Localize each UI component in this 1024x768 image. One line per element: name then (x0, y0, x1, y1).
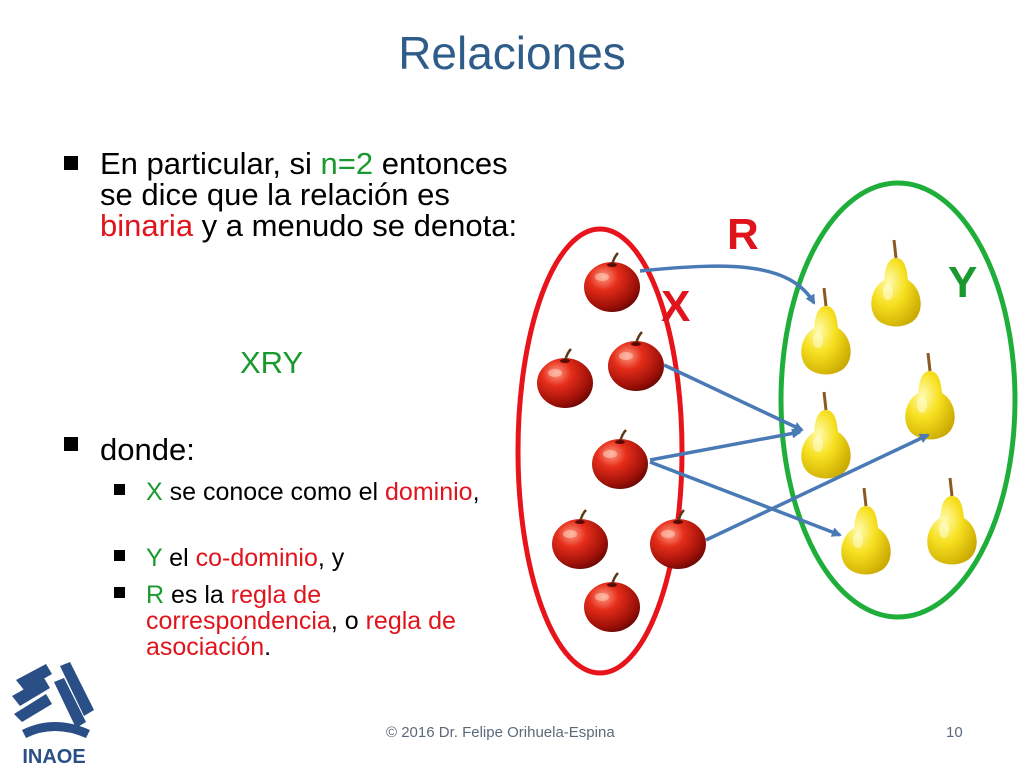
apple-icon (590, 428, 650, 491)
pear-icon (799, 390, 853, 480)
term-regla-asociacion: regla de asociación (146, 607, 456, 661)
pear-icon (839, 486, 893, 576)
text-segment: En particular, si (100, 146, 321, 181)
mapping-arrow (705, 433, 930, 542)
label-r: R (727, 210, 759, 259)
bullet-marker (64, 437, 78, 451)
term-co-dominio: co-dominio (195, 544, 318, 572)
text-segment: , o (330, 607, 366, 635)
text-segment: es la (164, 581, 231, 609)
term-binaria: binaria (100, 208, 194, 243)
mapping-arrow (639, 264, 816, 305)
logo-text: INAOE (22, 746, 85, 768)
inaoe-logo-icon: INAOE (12, 662, 94, 768)
sub-bullet-rule: R es la regla de correspondencia, o regl… (146, 582, 506, 660)
pear-icon (799, 286, 853, 376)
sub-bullet-marker (114, 484, 125, 495)
apple-icon (582, 251, 642, 314)
apple-icon (606, 330, 666, 393)
symbol-y: Y (146, 544, 163, 572)
n-equals-2: n=2 (320, 146, 374, 181)
text-segment: se conoce como el (162, 478, 386, 506)
apple-icon (550, 508, 610, 571)
slide-title: Relaciones (398, 27, 626, 79)
sub-bullet-marker (114, 550, 125, 561)
codomain-set-ellipse (778, 180, 1018, 620)
apple-icon (648, 508, 708, 571)
apple-icon (582, 571, 642, 634)
text-segment: . (264, 633, 272, 661)
term-dominio: dominio (385, 478, 473, 506)
footer-copyright: © 2016 Dr. Felipe Orihuela-Espina (386, 724, 615, 741)
symbol-x: X (146, 478, 163, 506)
mapping-arrow (649, 460, 842, 537)
label-y: Y (948, 258, 978, 307)
mapping-arrow (663, 363, 804, 432)
slide-number: 10 (946, 724, 963, 741)
mapping-arrow (649, 428, 802, 462)
bullet-binary-relation: En particular, si n=2 entonces se dice q… (100, 148, 520, 241)
label-x: X (661, 282, 691, 331)
sub-bullet-codomain: Y el co-dominio, y (146, 545, 506, 571)
term-regla-correspondencia: regla de correspondencia (146, 581, 331, 635)
apple-icon (535, 347, 595, 410)
text-segment: y a menudo se denota: (193, 208, 518, 243)
sub-bullet-marker (114, 587, 125, 598)
text-segment: el (162, 544, 196, 572)
notation-xry: XRY (240, 345, 304, 380)
pear-icon (869, 238, 923, 328)
pear-icon (925, 476, 979, 566)
sub-bullet-domain: X se conoce como el dominio, (146, 479, 506, 505)
domain-set-ellipse (515, 226, 685, 676)
text-segment: , (472, 478, 480, 506)
bullet-marker (64, 156, 78, 170)
text-segment: , y (317, 544, 345, 572)
bullet-donde: donde: (100, 432, 195, 467)
text-segment: entonces se dice que la relación es (100, 146, 508, 212)
pear-icon (903, 351, 957, 441)
symbol-r: R (146, 581, 165, 609)
